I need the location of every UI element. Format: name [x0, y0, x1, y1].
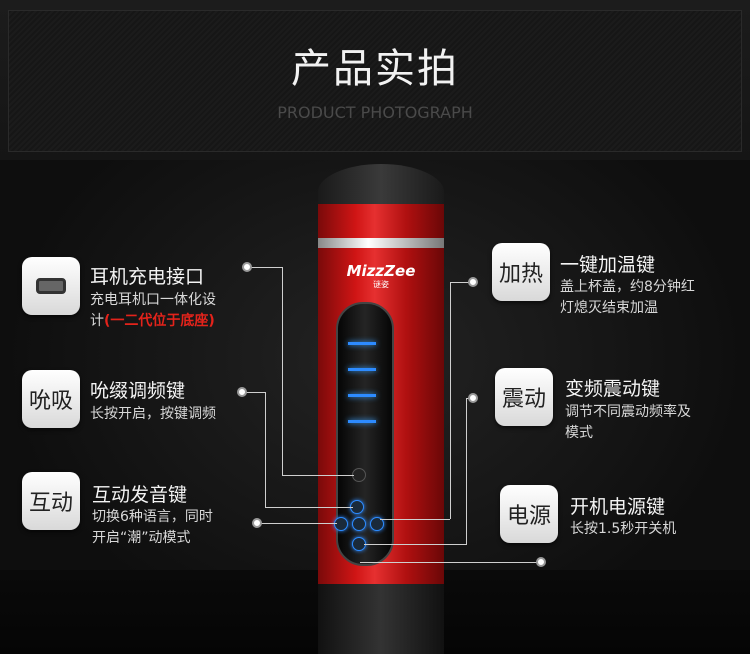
- heat-title: 一键加温键: [560, 254, 656, 276]
- charge-port-desc: 充电耳机口一体化设 计(一二代位于底座): [90, 290, 260, 332]
- leader-line: [257, 523, 337, 524]
- vibrate-button[interactable]: [370, 517, 384, 531]
- leader-line: [364, 544, 467, 545]
- leader-line: [380, 519, 450, 520]
- callout-dot: [536, 557, 546, 567]
- interact-desc-line1: 切换6种语言，同时: [92, 509, 213, 525]
- vibrate-badge: 震动: [495, 368, 553, 426]
- page-title: 产品实拍: [291, 46, 459, 92]
- leader-line: [265, 507, 353, 508]
- device-cap: [318, 164, 444, 204]
- device-logo: MizzZee: [346, 262, 416, 280]
- callout-dot: [242, 262, 252, 272]
- charge-port-title: 耳机充电接口: [90, 266, 205, 288]
- callout-dot: [468, 277, 478, 287]
- leader-line: [466, 398, 467, 544]
- callout-dot: [252, 518, 262, 528]
- led-bar: [348, 368, 376, 371]
- leader-line: [242, 392, 266, 393]
- interact-desc-line2: 开启“潮”动模式: [92, 530, 191, 546]
- header: 产品实拍 PRODUCT PHOTOGRAPH: [0, 0, 750, 160]
- charge-port-badge: [22, 257, 80, 315]
- suck-badge: 吮吸: [22, 370, 80, 428]
- leader-line: [282, 475, 354, 476]
- interact-badge: 互动: [22, 472, 80, 530]
- vibrate-title: 变频震动键: [565, 378, 661, 400]
- heat-desc-line1: 盖上杯盖，约8分钟红: [560, 279, 695, 295]
- callout-dot: [468, 393, 478, 403]
- device-base: [318, 584, 444, 654]
- charge-port-desc-line2: 计(一二代位于底座): [90, 311, 260, 332]
- callout-dot: [237, 387, 247, 397]
- header-frame: [8, 10, 742, 152]
- leader-line: [282, 267, 283, 475]
- leader-line: [450, 282, 474, 283]
- leader-line: [360, 562, 540, 563]
- charge-port-note: (一二代位于底座): [104, 313, 215, 329]
- charge-port-desc-prefix: 计: [90, 313, 104, 329]
- heat-desc-line2: 灯熄灭结束加温: [560, 300, 658, 316]
- charge-port: [352, 468, 366, 482]
- power-badge: 电源: [500, 485, 558, 543]
- power-desc: 长按1.5秒开关机: [570, 521, 677, 537]
- suck-title: 吮缀调频键: [90, 380, 186, 402]
- interact-button[interactable]: [334, 517, 348, 531]
- suck-desc: 长按开启，按键调频: [90, 406, 216, 422]
- led-bar: [348, 420, 376, 423]
- vibrate-desc-line1: 调节不同震动频率及: [565, 404, 691, 420]
- led-bar: [348, 342, 376, 345]
- page-subtitle: PRODUCT PHOTOGRAPH: [277, 103, 473, 122]
- device-chrome-band: [318, 238, 444, 248]
- vibrate-desc-line2: 模式: [565, 425, 593, 441]
- device-logo-sub: 谜姿: [373, 280, 389, 289]
- led-bar: [348, 394, 376, 397]
- interact-desc: 切换6种语言，同时 开启“潮”动模式: [92, 507, 262, 549]
- power-title: 开机电源键: [570, 496, 666, 518]
- heat-badge: 加热: [492, 243, 550, 301]
- leader-line: [450, 282, 451, 519]
- leader-line: [247, 267, 283, 268]
- charge-port-desc-line1: 充电耳机口一体化设: [90, 292, 216, 308]
- usb-port-icon: [36, 278, 66, 294]
- heat-desc: 盖上杯盖，约8分钟红 灯熄灭结束加温: [560, 277, 740, 319]
- interact-title: 互动发音键: [92, 484, 188, 506]
- center-button[interactable]: [352, 517, 366, 531]
- leader-line: [265, 392, 266, 507]
- led-indicator: [348, 328, 376, 428]
- vibrate-desc: 调节不同震动频率及 模式: [565, 402, 735, 444]
